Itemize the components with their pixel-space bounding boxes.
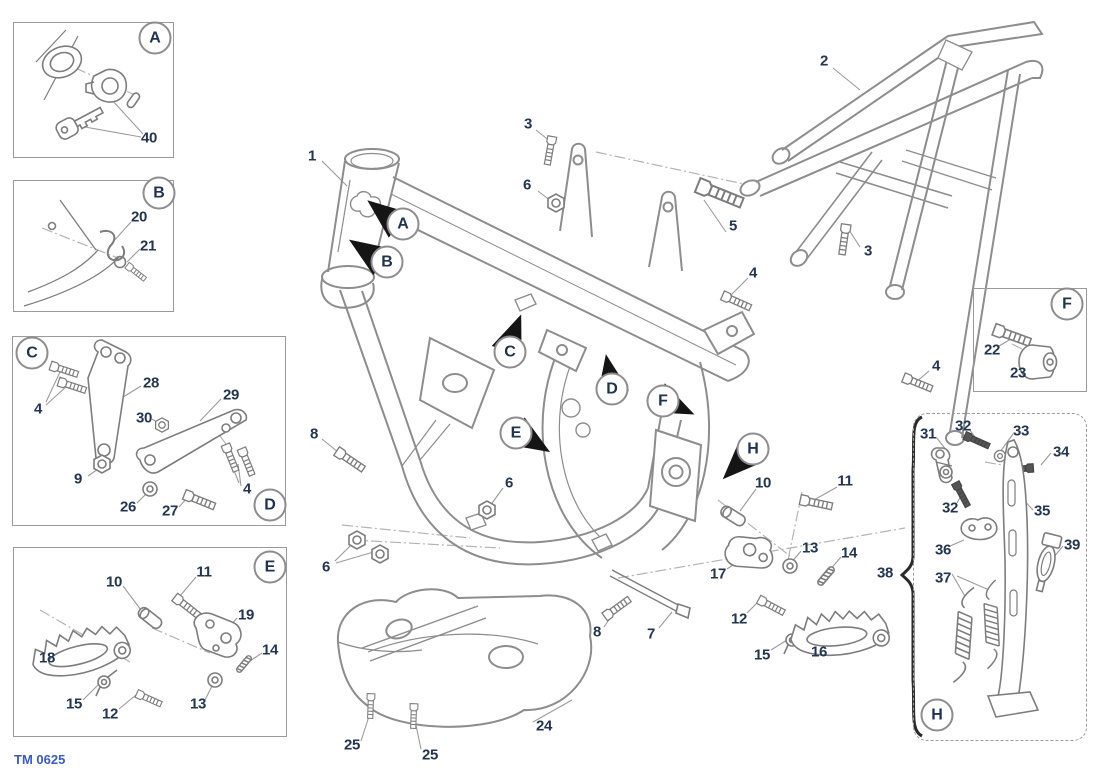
part-callout-20: 20 — [130, 208, 148, 226]
part-callout-15: 15 — [753, 646, 771, 664]
detail-marker-D: D — [595, 372, 629, 406]
part-callout-35: 35 — [1033, 502, 1051, 520]
part-callout-28: 28 — [142, 374, 160, 392]
part-callout-4: 4 — [242, 480, 252, 498]
part-callout-22: 22 — [983, 341, 1001, 359]
section-label-C: C — [15, 336, 49, 370]
detail-marker-F: F — [646, 384, 680, 418]
skid-plate-illustration — [336, 588, 593, 728]
section-label-D: D — [253, 488, 287, 522]
part-callout-15: 15 — [65, 695, 83, 713]
part-callout-12: 12 — [101, 705, 119, 723]
part-callout-32: 32 — [954, 417, 972, 435]
part-callout-3: 3 — [863, 242, 873, 260]
frame-illustration — [320, 142, 756, 566]
part-callout-18: 18 — [38, 649, 56, 667]
part-callout-16: 16 — [810, 643, 828, 661]
part-callout-4: 4 — [931, 357, 941, 375]
box-a-illustration — [35, 29, 141, 140]
part-callout-25: 25 — [421, 746, 439, 764]
part-callout-30: 30 — [135, 409, 153, 427]
part-callout-8: 8 — [309, 425, 319, 443]
subframe-illustration — [739, 20, 1044, 446]
part-callout-10: 10 — [754, 474, 772, 492]
part-callout-11: 11 — [196, 563, 212, 581]
section-label-H: H — [920, 698, 954, 732]
detail-marker-A: A — [386, 207, 420, 241]
part-callout-4: 4 — [748, 264, 758, 282]
part-callout-37: 37 — [934, 569, 952, 587]
part-callout-6: 6 — [522, 176, 532, 194]
part-callout-8: 8 — [592, 623, 602, 641]
part-callout-31: 31 — [919, 425, 937, 443]
box-b-illustration — [23, 199, 148, 307]
part-callout-19: 19 — [237, 606, 255, 624]
detail-marker-H: H — [736, 432, 770, 466]
part-callout-6: 6 — [321, 558, 331, 576]
part-callout-34: 34 — [1052, 443, 1070, 461]
detail-box-e — [13, 547, 287, 737]
part-callout-10: 10 — [105, 573, 123, 591]
section-label-F: F — [1050, 287, 1084, 321]
detail-box-f — [973, 288, 1087, 392]
part-callout-1: 1 — [307, 147, 317, 165]
part-callout-26: 26 — [119, 498, 137, 516]
detail-box-b — [13, 180, 174, 312]
detail-marker-B: B — [370, 245, 404, 279]
part-callout-23: 23 — [1009, 364, 1027, 382]
detail-marker-C: C — [493, 335, 527, 369]
detail-box-h — [913, 413, 1087, 741]
part-callout-7: 7 — [646, 625, 656, 643]
detail-box-cd — [12, 336, 286, 526]
part-callout-21: 21 — [139, 237, 157, 255]
part-callout-25: 25 — [343, 736, 361, 754]
part-callout-38: 38 — [876, 564, 894, 582]
part-callout-33: 33 — [1012, 422, 1030, 440]
section-label-B: B — [142, 176, 176, 210]
box-cd-illustration — [48, 339, 257, 512]
part-callout-2: 2 — [819, 52, 829, 70]
part-callout-24: 24 — [535, 717, 553, 735]
part-callout-32: 32 — [941, 499, 959, 517]
box-f-illustration — [991, 322, 1058, 380]
part-callout-12: 12 — [730, 610, 748, 628]
part-callout-9: 9 — [73, 470, 83, 488]
main-fasteners — [333, 135, 935, 730]
part-callout-5: 5 — [728, 217, 738, 235]
part-callout-14: 14 — [840, 544, 858, 562]
box-h-illustration — [930, 431, 1063, 718]
drawing-number: TM 0625 — [14, 752, 66, 767]
box-e-illustration — [26, 592, 254, 709]
part-callout-29: 29 — [222, 386, 240, 404]
part-callout-13: 13 — [801, 539, 819, 557]
part-callout-40: 40 — [140, 129, 158, 147]
part-callout-4: 4 — [33, 400, 43, 418]
part-callout-17: 17 — [709, 565, 727, 583]
part-callout-3: 3 — [523, 115, 533, 133]
part-callout-14: 14 — [261, 641, 279, 659]
section-label-E: E — [253, 550, 287, 584]
part-callout-13: 13 — [189, 695, 207, 713]
part-callout-11: 11 — [837, 472, 853, 490]
detail-box-a — [13, 22, 174, 158]
part-callout-27: 27 — [161, 502, 179, 520]
part-callout-6: 6 — [504, 474, 514, 492]
part-callout-36: 36 — [934, 541, 952, 559]
detail-marker-E: E — [499, 416, 533, 450]
part-callout-39: 39 — [1063, 536, 1081, 554]
section-label-A: A — [138, 21, 172, 55]
